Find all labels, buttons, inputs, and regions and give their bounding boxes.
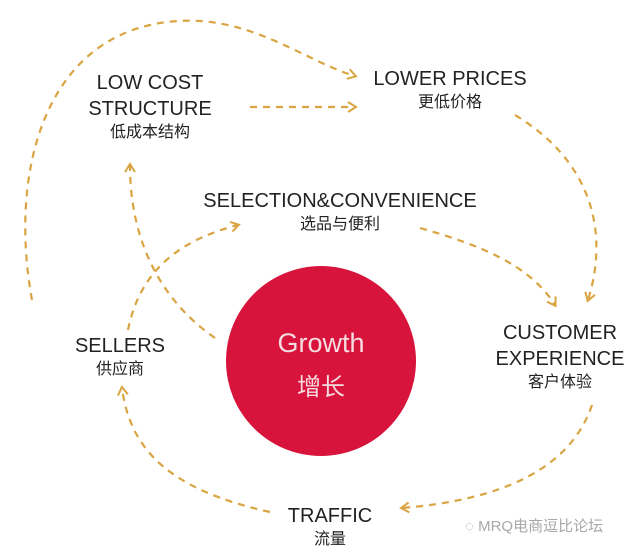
watermark-text: MRQ电商逗比论坛 — [478, 518, 604, 535]
arrow-growth-to-lowcost — [124, 162, 216, 339]
label-en: TRAFFIC — [287, 505, 373, 527]
label-en: LOWER PRICES — [373, 68, 527, 90]
label-en: SELECTION&CONVENIENCE — [203, 190, 477, 212]
label-zh: 流量 — [313, 531, 346, 548]
arrow-sellers-to-lower-prices — [24, 19, 358, 301]
label-en: LOW COST — [96, 72, 204, 94]
growth-circle: Growth 增长 — [226, 266, 416, 456]
node-customer-experience: CUSTOMER EXPERIENCE 客户体验 — [485, 320, 635, 394]
label-en: SELLERS — [74, 335, 166, 357]
label-en: STRUCTURE — [88, 98, 212, 120]
node-lower-prices: LOWER PRICES 更低价格 — [360, 66, 540, 114]
label-zh: 供应商 — [95, 361, 144, 378]
node-traffic: TRAFFIC 流量 — [270, 503, 390, 551]
label-zh: 选品与便利 — [299, 216, 380, 233]
arrow-traffic-to-sellers — [117, 385, 271, 514]
watermark: ◌ MRQ电商逗比论坛 — [465, 515, 603, 536]
wechat-icon: ◌ — [465, 518, 479, 535]
label-zh: 客户体验 — [527, 374, 592, 391]
label-zh: 低成本结构 — [109, 124, 190, 141]
node-low-cost-structure: LOW COST STRUCTURE 低成本结构 — [75, 70, 225, 144]
node-selection-convenience: SELECTION&CONVENIENCE 选品与便利 — [180, 188, 500, 236]
node-sellers: SELLERS 供应商 — [55, 333, 185, 381]
label-en: CUSTOMER — [502, 322, 618, 344]
arrow-customer-to-traffic — [399, 404, 594, 514]
arrow-selection-to-customer — [419, 226, 557, 308]
arrow-sellers-to-selection — [126, 220, 241, 331]
growth-label-zh: 增长 — [297, 374, 345, 401]
label-zh: 更低价格 — [417, 94, 482, 111]
arrow-lowerprices-to-customer — [514, 114, 598, 303]
label-en: EXPERIENCE — [495, 348, 625, 370]
growth-label-en: Growth — [277, 328, 365, 358]
